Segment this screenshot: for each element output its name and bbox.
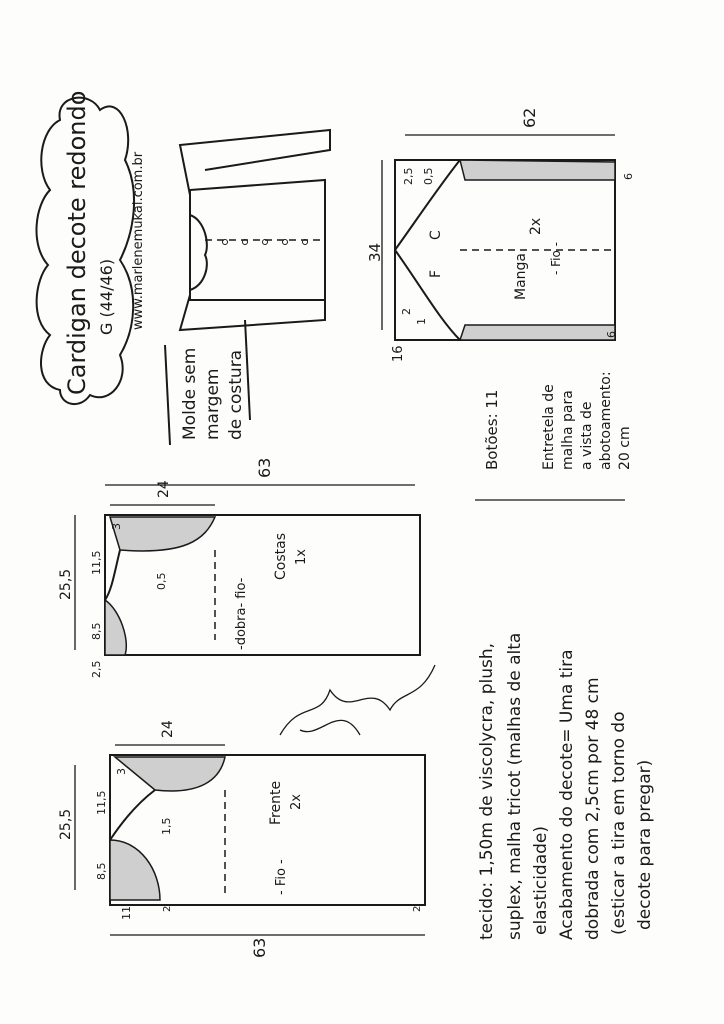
notes-l3-label: elasticidade) <box>531 826 551 935</box>
sleeve-name-label: Manga <box>513 253 529 300</box>
front-m11-label: 11 <box>120 906 133 920</box>
front-m3-label: 3 <box>115 768 128 775</box>
notes-l1-label: tecido: 1,50m de viscolycra, plush, <box>477 643 497 940</box>
front-grain-label: - Fio - <box>274 859 289 895</box>
seam-allowance-note: Molde sem margem de costura <box>164 319 251 446</box>
back-shoulder-label: 24 <box>156 480 172 498</box>
cardigan-illustration <box>178 128 331 332</box>
front-width-label: 25,5 <box>58 809 74 840</box>
notes-i3-label: a vista de <box>579 401 595 470</box>
size-label: G (44/46) <box>97 259 116 335</box>
front-m15-label: 1,5 <box>160 818 173 836</box>
back-width-label: 25,5 <box>58 569 74 600</box>
sleeve-m2-label: 2 <box>400 308 413 315</box>
sleeve-width-label: 62 <box>520 108 539 128</box>
sleeve-grain-label: - Fio - <box>549 242 563 275</box>
notes-i1-label: Entretela de <box>541 384 557 470</box>
back-qty-label: 1x <box>294 549 309 565</box>
front-m85-label: 8,5 <box>95 863 108 881</box>
front-name-label: Frente <box>268 781 284 825</box>
front-m2b-label: 2 <box>412 906 423 912</box>
front-qty-label: 2x <box>289 794 304 810</box>
sleeve-m6a-label: 6 <box>622 173 635 180</box>
title-cloud: Cardigan decote redondo G (44/46) <box>35 91 135 405</box>
front-m115-label: 11,5 <box>95 791 108 816</box>
front-m2a-label: 2 <box>162 906 173 912</box>
back-m115-label: 11,5 <box>90 551 103 576</box>
sleeve-m05-label: 0,5 <box>422 168 435 186</box>
notes-l2-label: suplex, malha tricot (malhas de alta <box>505 633 525 940</box>
front-length-label: 63 <box>250 938 269 958</box>
notes-l4-label: Acabamento do decote= Uma tira <box>557 649 577 940</box>
website: www.marlenemukai.com.br <box>131 151 146 330</box>
sleeve-pattern: 62 34 16 C F 2,5 0,5 2 1 6 6 2x - Fio - … <box>366 108 635 362</box>
note_box-line1-label: Molde sem <box>180 348 200 440</box>
back-grain-label: -dobra- fio- <box>234 577 249 650</box>
back-m3-label: 3 <box>110 523 123 530</box>
notes-i5-label: 20 cm <box>617 426 633 470</box>
back-name-label: Costas <box>273 533 289 580</box>
back-m05-label: 0,5 <box>155 573 168 591</box>
sleeve-cuff-label: 16 <box>391 345 406 362</box>
back-m85-label: 8,5 <box>90 623 103 641</box>
front-pattern: 24 25,5 11,5 8,5 3 1,5 11 2 2 Frente 2x … <box>58 720 426 958</box>
notes-buttons-label: Botões: 11 <box>483 390 501 470</box>
signature <box>279 664 436 736</box>
sleeve-back_mark-label: C <box>428 230 444 240</box>
note_box-line3-label: de costura <box>226 350 246 440</box>
back-m25-label: 2,5 <box>90 661 103 679</box>
sleeve-m25-label: 2,5 <box>402 168 415 186</box>
material-notes: tecido: 1,50m de viscolycra, plush, supl… <box>475 371 655 940</box>
notes-l5-label: dobrada com 2,5cm por 48 cm <box>583 677 603 940</box>
notes-l6-label: (esticar a tira em torno do <box>609 712 629 935</box>
notes-i2-label: malha para <box>560 390 576 470</box>
notes-i4-label: abotoamento: <box>598 371 614 470</box>
front-shoulder-label: 24 <box>160 720 176 738</box>
back-pattern: 63 24 25,5 11,5 8,5 3 2,5 0,5 Costas 1x … <box>58 458 421 679</box>
back-length-label: 63 <box>255 458 274 478</box>
sleeve-m6b-label: 6 <box>605 331 618 338</box>
sleeve-qty-label: 2x <box>528 218 544 235</box>
note_box-line2-label: margem <box>203 369 223 440</box>
sleeve-m1-label: 1 <box>415 318 428 325</box>
title: Cardigan decote redondo <box>63 91 91 395</box>
sleeve-front_mark-label: F <box>428 270 444 278</box>
notes-l7-label: decote para pregar) <box>635 760 655 930</box>
sleeve-height-label: 34 <box>366 243 384 262</box>
